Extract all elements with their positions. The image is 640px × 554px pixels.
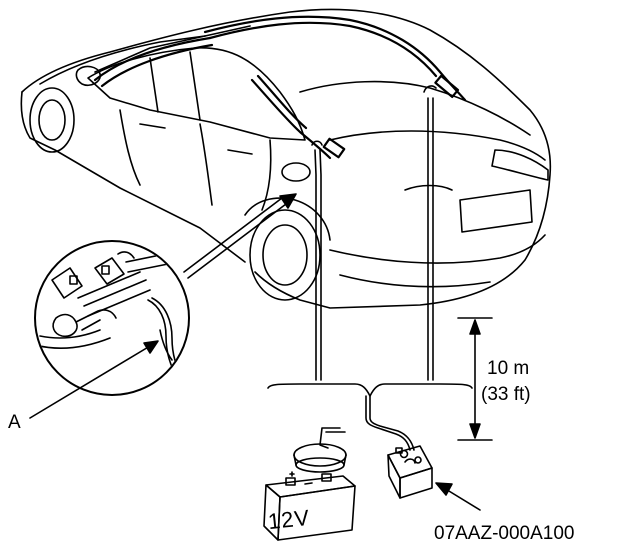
figure-part-number: 07AAZ-000A100 (434, 523, 575, 544)
dimension-line (458, 318, 492, 440)
tool-pointer-arrow (436, 483, 480, 510)
battery-clip (294, 444, 346, 472)
callout-a-leader (30, 341, 158, 418)
deployment-cable (320, 396, 414, 450)
vehicle-body (21, 9, 550, 308)
battery (264, 472, 355, 540)
dimension-imperial-label: (33 ft) (481, 384, 531, 405)
inset-pointer-arrow (184, 194, 296, 278)
callout-a-label: A (8, 412, 21, 433)
deployment-wires (312, 86, 436, 380)
curtain-airbag-module (95, 17, 465, 158)
battery-voltage-label: 12V (266, 504, 312, 535)
detail-inset (35, 241, 189, 395)
ground-bracket (268, 384, 472, 396)
dimension-metric-label: 10 m (487, 358, 530, 379)
deployment-tool (388, 446, 432, 498)
